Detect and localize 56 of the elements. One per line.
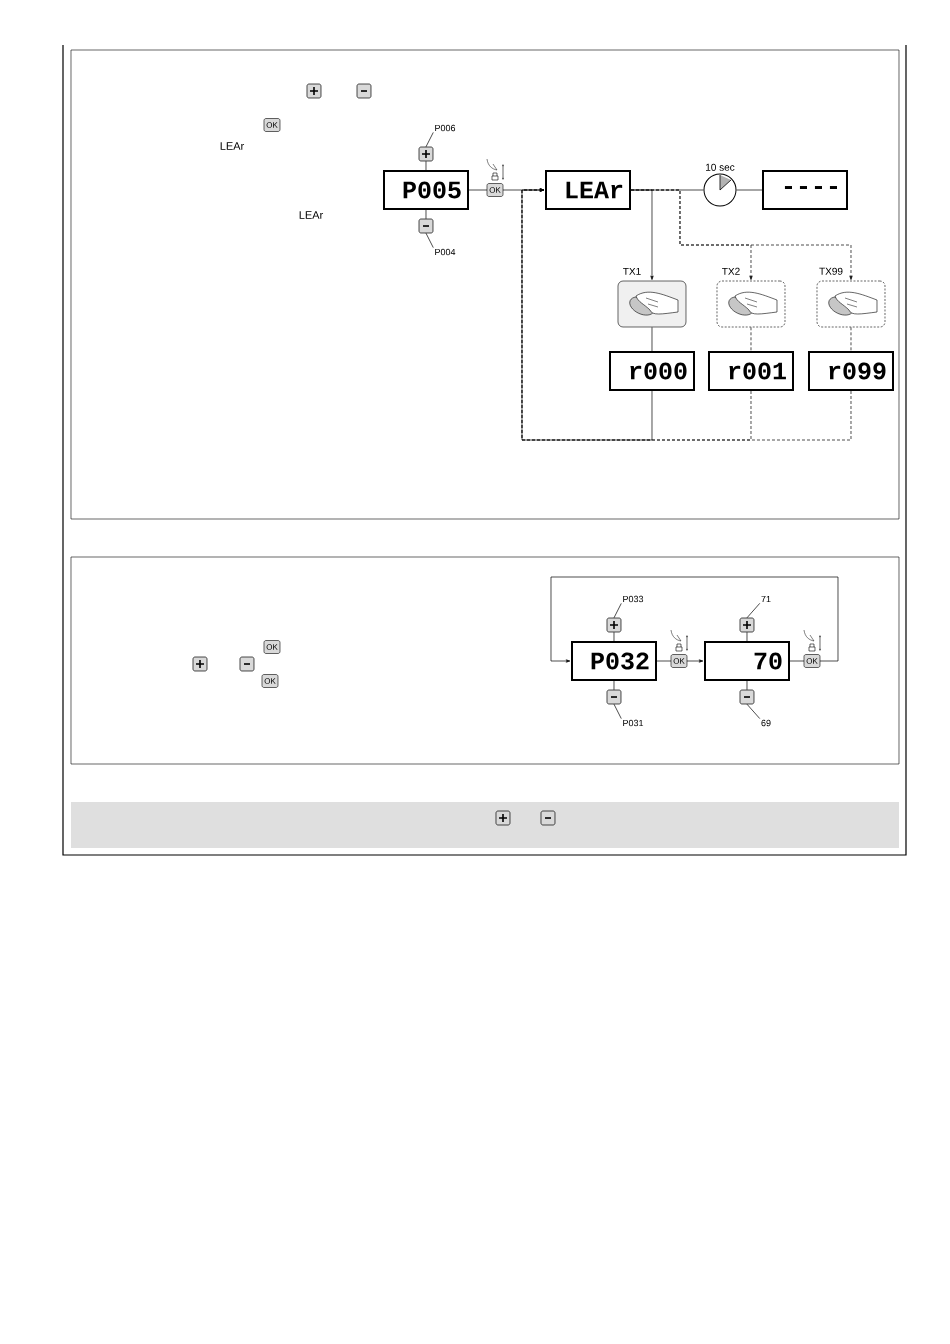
ok-button: OK bbox=[263, 640, 281, 654]
ok-button: OK bbox=[803, 654, 821, 668]
connector-line bbox=[425, 232, 434, 248]
display-code-text: LEAr bbox=[299, 211, 324, 219]
ok-button: OK bbox=[263, 118, 281, 132]
minus-button-icon bbox=[418, 218, 434, 234]
hand-remote-drawing bbox=[816, 280, 886, 328]
transmitter-label: TX1 bbox=[623, 267, 641, 275]
plus-button-icon bbox=[418, 146, 434, 162]
connector-line bbox=[613, 703, 622, 719]
plus-button-icon bbox=[739, 617, 755, 633]
segment-display: P032 bbox=[571, 641, 657, 681]
connector-line bbox=[613, 680, 615, 691]
connector-line bbox=[736, 189, 763, 191]
value-label: 69 bbox=[761, 719, 771, 727]
connector-line bbox=[521, 188, 653, 441]
connector-line bbox=[850, 326, 852, 352]
ok-button: OK bbox=[261, 674, 279, 688]
segment-display: P005 bbox=[383, 170, 469, 210]
hand-remote-drawing bbox=[716, 280, 786, 328]
segment-display: 70 bbox=[704, 641, 790, 681]
value-label: P004 bbox=[435, 248, 456, 256]
connector-line bbox=[425, 209, 427, 220]
segment-display: ---- bbox=[762, 170, 848, 210]
value-label: P031 bbox=[623, 719, 644, 727]
connector-line bbox=[521, 188, 852, 441]
clock-icon bbox=[703, 173, 737, 207]
connector-line bbox=[746, 680, 748, 691]
value-label: P006 bbox=[435, 124, 456, 132]
transmitter-label: TX2 bbox=[722, 267, 740, 275]
connector-line bbox=[630, 189, 853, 280]
connector-line bbox=[746, 631, 748, 642]
time-label: 10 sec bbox=[706, 163, 735, 171]
ok-button: OK bbox=[670, 654, 688, 668]
connector-line bbox=[746, 602, 761, 619]
segment-display: LEAr bbox=[545, 170, 631, 210]
plus-button-icon bbox=[606, 617, 622, 633]
connector-line bbox=[746, 703, 761, 719]
connector-line bbox=[613, 603, 622, 619]
minus-button-icon bbox=[606, 689, 622, 705]
value-label: 71 bbox=[761, 595, 771, 603]
minus-button-icon bbox=[739, 689, 755, 705]
connector-line bbox=[425, 160, 427, 171]
segment-display: r099 bbox=[808, 351, 894, 391]
ok-button: OK bbox=[486, 183, 504, 197]
connector-line bbox=[425, 132, 434, 148]
connector-line bbox=[550, 576, 839, 663]
display-code-text: LEAr bbox=[220, 142, 245, 150]
connector-line bbox=[613, 631, 615, 642]
segment-display: r000 bbox=[609, 351, 695, 391]
transmitter-label: TX99 bbox=[819, 267, 843, 275]
connector-line bbox=[750, 326, 752, 352]
connector-line bbox=[651, 326, 653, 352]
value-label: P033 bbox=[623, 595, 644, 603]
hand-remote-drawing bbox=[617, 280, 687, 328]
segment-display: r001 bbox=[708, 351, 794, 391]
